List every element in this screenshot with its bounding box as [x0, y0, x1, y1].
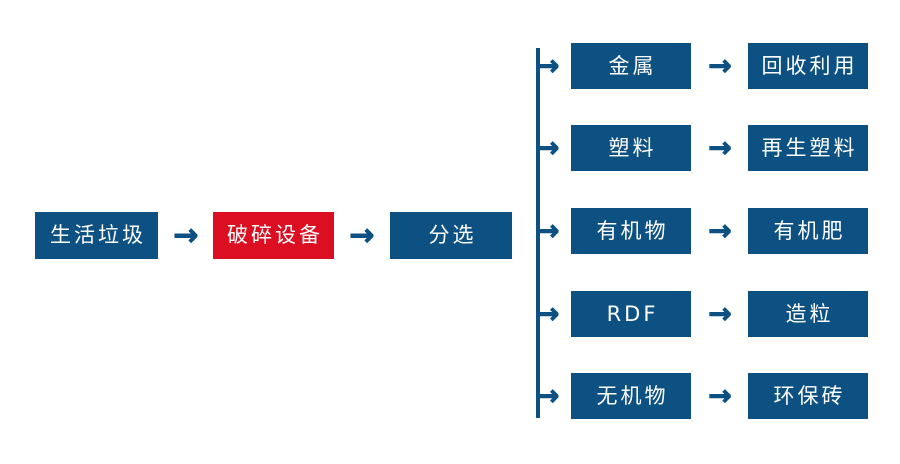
branch-arrow-icon: → — [536, 379, 560, 412]
branch-trunk-line — [536, 48, 540, 418]
branch-product-recycled-plastic[interactable]: 再生塑料 — [748, 125, 868, 171]
flow-node-crushing-equipment[interactable]: 破碎设备 — [213, 212, 334, 259]
branch-product-recycling[interactable]: 回收利用 — [748, 43, 868, 89]
branch-arrow-icon: → — [536, 297, 560, 330]
branch-product-organic-fertilizer[interactable]: 有机肥 — [748, 208, 868, 254]
arrow-right-icon: → — [349, 217, 375, 253]
branch-product-eco-brick[interactable]: 环保砖 — [748, 373, 868, 419]
arrow-right-icon: → — [708, 131, 732, 164]
branch-source-plastic[interactable]: 塑料 — [571, 125, 691, 171]
branch-arrow-icon: → — [536, 49, 560, 82]
flow-node-sorting[interactable]: 分选 — [390, 212, 512, 259]
branch-source-inorganic[interactable]: 无机物 — [571, 373, 691, 419]
arrow-right-icon: → — [708, 297, 732, 330]
flow-node-household-waste[interactable]: 生活垃圾 — [35, 212, 158, 259]
branch-arrow-icon: → — [536, 214, 560, 247]
arrow-right-icon: → — [708, 49, 732, 82]
arrow-right-icon: → — [708, 214, 732, 247]
branch-source-metal[interactable]: 金属 — [571, 43, 691, 89]
branch-source-organic[interactable]: 有机物 — [571, 208, 691, 254]
arrow-right-icon: → — [173, 217, 199, 253]
branch-arrow-icon: → — [536, 131, 560, 164]
branch-product-granulation[interactable]: 造粒 — [748, 291, 868, 337]
branch-source-rdf[interactable]: RDF — [571, 291, 691, 337]
arrow-right-icon: → — [708, 379, 732, 412]
